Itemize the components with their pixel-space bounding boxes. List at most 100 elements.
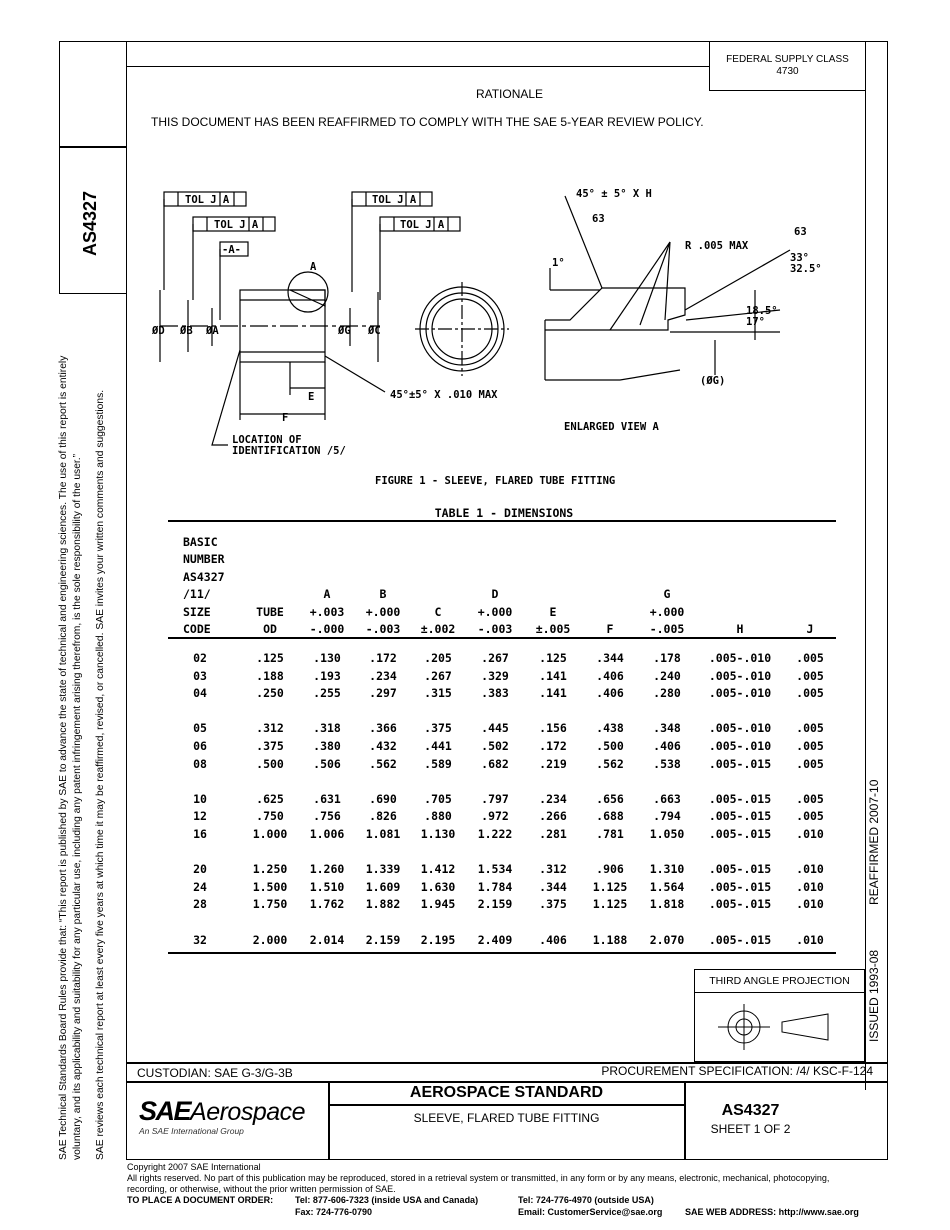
table-cell: .562 (369, 756, 397, 771)
table-cell: .538 (653, 756, 681, 771)
table-cell: .178 (653, 651, 681, 665)
table-bottom-rule (168, 952, 836, 954)
table-cell: 1.609 (365, 879, 401, 894)
table-cell: .219 (539, 756, 567, 771)
table-cell: .406 (653, 739, 681, 753)
table-cell: .125 (539, 651, 567, 665)
table-cell: 24 (193, 879, 207, 894)
table-header-cell: +.000 (649, 604, 685, 619)
table-cell: .972 (481, 809, 509, 824)
table-cell: .005 (796, 739, 824, 753)
table-cell: .010 (796, 827, 824, 841)
table-cell: 04 (193, 686, 207, 701)
logo-sae: SAE (139, 1096, 192, 1126)
doc-title: SLEEVE, FLARED TUBE FITTING (413, 1111, 600, 1125)
tel-outside: Tel: 724-776-4970 (outside USA) (518, 1195, 654, 1205)
table-cell: .005-.015 (708, 932, 772, 947)
sleeve-drawing: TOL J A TOL J A -A- TOL J A TOL J A ØD Ø… (151, 188, 822, 487)
table-cell: 08 (193, 756, 207, 771)
table-cell: .005-.015 (708, 862, 772, 877)
dim-f: F (282, 412, 288, 424)
table-cell: .005-.010 (708, 686, 772, 701)
table-cell: .562 (596, 756, 624, 771)
web-address[interactable]: SAE WEB ADDRESS: http://www.sae.org (685, 1207, 859, 1217)
ev-angle-32-5: 32.5° (790, 263, 822, 275)
table-cell: .797 (481, 791, 509, 806)
projection-label: THIRD ANGLE PROJECTION (709, 975, 850, 987)
ev-title: ENLARGED VIEW A (564, 421, 660, 433)
table-cell: .234 (369, 668, 397, 683)
table-cell: 1.818 (649, 897, 685, 912)
table-cell: .005-.010 (708, 651, 772, 665)
table-cell: .005-.015 (708, 756, 772, 771)
table-cell: .312 (539, 862, 567, 877)
table-cell: 02 (193, 651, 207, 665)
table-header-cell: BASIC (183, 534, 218, 549)
table-cell: 32 (193, 932, 207, 947)
table-cell: .005 (796, 686, 824, 701)
table-cell: 05 (193, 721, 207, 736)
table-header-cell: AS4327 (183, 569, 225, 584)
table-cell: .156 (539, 721, 567, 736)
table-cell: .141 (539, 686, 567, 701)
table-cell: .375 (539, 897, 567, 912)
table-cell: .690 (369, 791, 397, 806)
table-cell: .375 (424, 721, 452, 736)
table-cell: 2.070 (649, 932, 685, 947)
table-cell: .255 (313, 686, 341, 701)
table-cell: .297 (369, 686, 397, 701)
email[interactable]: Email: CustomerService@sae.org (518, 1207, 663, 1217)
table-cell: .781 (596, 827, 624, 841)
table-cell: 1.050 (649, 827, 685, 841)
table-cell: .631 (313, 791, 341, 806)
table-header-cell: +.003 (309, 604, 345, 619)
fsc-line1: FEDERAL SUPPLY CLASS (726, 54, 849, 65)
table-cell: .500 (256, 756, 284, 771)
table-cell: .005 (796, 651, 824, 665)
table-cell: .366 (369, 721, 397, 736)
table-cell: .250 (256, 686, 284, 701)
table-cell: 1.310 (649, 862, 685, 877)
side-notice-line1: SAE Technical Standards Board Rules prov… (58, 355, 69, 1160)
table-cell: 1.130 (420, 827, 456, 841)
copyright: Copyright 2007 SAE International (127, 1162, 261, 1172)
location-line2: IDENTIFICATION /5/ (232, 445, 346, 457)
table-cell: .656 (596, 791, 624, 806)
table-header-cell: B (379, 587, 387, 601)
table-cell: 2.195 (420, 932, 456, 947)
table-cell: 1.750 (252, 897, 288, 912)
doc-number-vertical: AS4327 (80, 190, 100, 256)
table-cell: .172 (369, 651, 397, 665)
ev-finish-1: 63 (592, 213, 605, 225)
table-cell: .005 (796, 756, 824, 771)
table-header-cell: F (606, 622, 614, 636)
table-cell: .005-.015 (708, 791, 772, 806)
table-cell: 1.222 (477, 827, 513, 841)
table-header-cell: -.003 (477, 622, 513, 636)
sheet-number: SHEET 1 OF 2 (710, 1122, 791, 1136)
table-cell: .756 (313, 809, 341, 824)
dia-d: ØD (151, 325, 165, 337)
table-cell: .267 (481, 651, 509, 665)
table-cell: .502 (481, 739, 509, 753)
table-header-cell: -.000 (309, 622, 345, 636)
custodian: CUSTODIAN: SAE G-3/G-3B (137, 1066, 293, 1080)
table-header-cell: G (663, 587, 671, 601)
standard-type: AEROSPACE STANDARD (409, 1084, 604, 1101)
projection-box (694, 969, 865, 1062)
table-cell: 1.081 (365, 827, 401, 841)
table-cell: 12 (193, 809, 207, 824)
logo-aerospace: Aerospace (190, 1098, 306, 1126)
title-doc-number: AS4327 (721, 1102, 780, 1119)
rationale-title: RATIONALE (475, 87, 544, 101)
table-cell: .438 (596, 721, 624, 736)
ev-g: (ØG) (700, 375, 725, 387)
table-cell: .406 (539, 932, 567, 947)
table-cell: .281 (539, 827, 567, 841)
table-cell: .348 (653, 721, 681, 736)
table-header-rule (168, 637, 836, 639)
table-cell: 1.125 (592, 897, 628, 912)
table-cell: .193 (313, 668, 341, 683)
dia-c: ØC (367, 325, 381, 337)
table-cell: .344 (539, 879, 567, 894)
